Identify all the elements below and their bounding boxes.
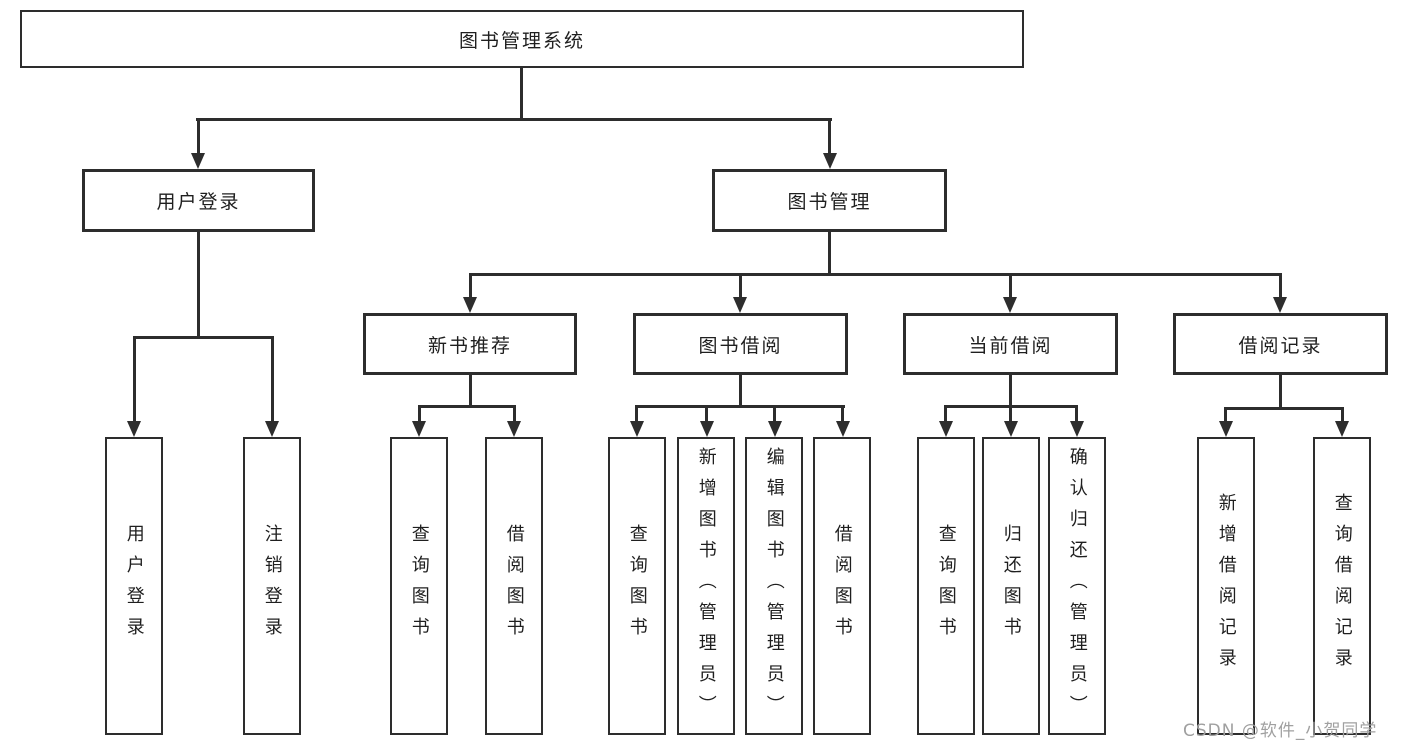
connector-line xyxy=(705,405,708,422)
leaf-borrow-books-recommend: 借阅图书 xyxy=(485,437,543,735)
connector-line xyxy=(1009,375,1012,407)
connector-line xyxy=(133,336,136,422)
leaf-label: 查询图书 xyxy=(626,524,648,648)
connector-line xyxy=(635,405,845,408)
arrowhead-down-icon xyxy=(768,421,782,437)
leaf-label: 查询借阅记录 xyxy=(1331,493,1353,679)
arrowhead-down-icon xyxy=(1070,421,1084,437)
arrowhead-down-icon xyxy=(1004,421,1018,437)
connector-line xyxy=(197,232,200,336)
leaf-label: 归还图书 xyxy=(1000,524,1022,648)
arrowhead-down-icon xyxy=(700,421,714,437)
connector-line xyxy=(828,232,831,273)
leaf-label: 注销登录 xyxy=(261,524,283,648)
arrowhead-down-icon xyxy=(507,421,521,437)
arrowhead-down-icon xyxy=(823,153,837,169)
leaf-confirm-return-admin: 确认归还（管理员） xyxy=(1048,437,1106,735)
connector-line xyxy=(1224,407,1344,410)
leaf-return-books: 归还图书 xyxy=(982,437,1040,735)
arrowhead-down-icon xyxy=(191,153,205,169)
connector-line xyxy=(197,118,200,155)
connector-line xyxy=(944,405,947,422)
leaf-label: 借阅图书 xyxy=(831,524,853,648)
arrowhead-down-icon xyxy=(939,421,953,437)
connector-line xyxy=(469,273,472,299)
leaf-label: 编辑图书（管理员） xyxy=(763,446,785,726)
connector-line xyxy=(520,68,523,118)
leaf-label: 用户登录 xyxy=(123,524,145,648)
connector-line xyxy=(1009,405,1012,422)
node-label: 新书推荐 xyxy=(427,334,512,357)
node-label: 当前借阅 xyxy=(968,334,1053,357)
node-label: 图书借阅 xyxy=(698,334,783,357)
connector-line xyxy=(635,405,638,422)
leaf-search-books-borrowing: 查询图书 xyxy=(608,437,666,735)
arrowhead-down-icon xyxy=(630,421,644,437)
arrowhead-down-icon xyxy=(463,297,477,313)
connector-line xyxy=(469,375,472,407)
arrowhead-down-icon xyxy=(1219,421,1233,437)
connector-line xyxy=(739,273,742,299)
arrowhead-down-icon xyxy=(127,421,141,437)
connector-line xyxy=(1341,407,1344,422)
connector-line xyxy=(1075,405,1078,422)
arrowhead-down-icon xyxy=(733,297,747,313)
node-library-management-system: 图书管理系统 xyxy=(20,10,1024,68)
connector-line xyxy=(133,336,274,339)
node-current-borrowing: 当前借阅 xyxy=(903,313,1118,375)
leaf-label: 查询图书 xyxy=(408,524,430,648)
leaf-add-books-admin: 新增图书（管理员） xyxy=(677,437,735,735)
leaf-search-books-recommend: 查询图书 xyxy=(390,437,448,735)
leaf-label: 新增图书（管理员） xyxy=(695,446,717,726)
leaf-edit-books-admin: 编辑图书（管理员） xyxy=(745,437,803,735)
connector-line xyxy=(513,405,516,422)
node-label: 图书管理系统 xyxy=(458,29,585,52)
arrowhead-down-icon xyxy=(1273,297,1287,313)
arrowhead-down-icon xyxy=(412,421,426,437)
connector-line xyxy=(1279,375,1282,409)
leaf-label: 借阅图书 xyxy=(503,524,525,648)
leaf-logout: 注销登录 xyxy=(243,437,301,735)
connector-line xyxy=(773,405,776,422)
node-borrowing-records: 借阅记录 xyxy=(1173,313,1388,375)
node-label: 借阅记录 xyxy=(1238,334,1323,357)
arrowhead-down-icon xyxy=(1003,297,1017,313)
node-book-borrowing: 图书借阅 xyxy=(633,313,848,375)
connector-line xyxy=(828,118,831,155)
leaf-label: 确认归还（管理员） xyxy=(1066,446,1088,726)
arrowhead-down-icon xyxy=(836,421,850,437)
node-book-management: 图书管理 xyxy=(712,169,947,232)
connector-line xyxy=(196,118,832,121)
node-label: 图书管理 xyxy=(787,191,872,213)
leaf-search-borrow-record: 查询借阅记录 xyxy=(1313,437,1371,735)
connector-line xyxy=(271,336,274,422)
arrowhead-down-icon xyxy=(265,421,279,437)
connector-line xyxy=(841,405,844,422)
connector-line xyxy=(739,375,742,407)
connector-line xyxy=(418,405,421,422)
node-user-login: 用户登录 xyxy=(82,169,315,232)
leaf-label: 新增借阅记录 xyxy=(1215,493,1237,679)
connector-line xyxy=(418,405,516,408)
connector-line xyxy=(1009,273,1012,299)
arrowhead-down-icon xyxy=(1335,421,1349,437)
connector-line xyxy=(1224,407,1227,422)
csdn-watermark: CSDN @软件_小贺同学 xyxy=(1183,721,1378,741)
node-new-book-recommendation: 新书推荐 xyxy=(363,313,577,375)
connector-line xyxy=(1279,273,1282,299)
connector-line xyxy=(469,273,1282,276)
node-label: 用户登录 xyxy=(156,191,241,213)
leaf-label: 查询图书 xyxy=(935,524,957,648)
leaf-add-borrow-record: 新增借阅记录 xyxy=(1197,437,1255,735)
leaf-search-books-current: 查询图书 xyxy=(917,437,975,735)
leaf-user-login: 用户登录 xyxy=(105,437,163,735)
leaf-borrow-books: 借阅图书 xyxy=(813,437,871,735)
